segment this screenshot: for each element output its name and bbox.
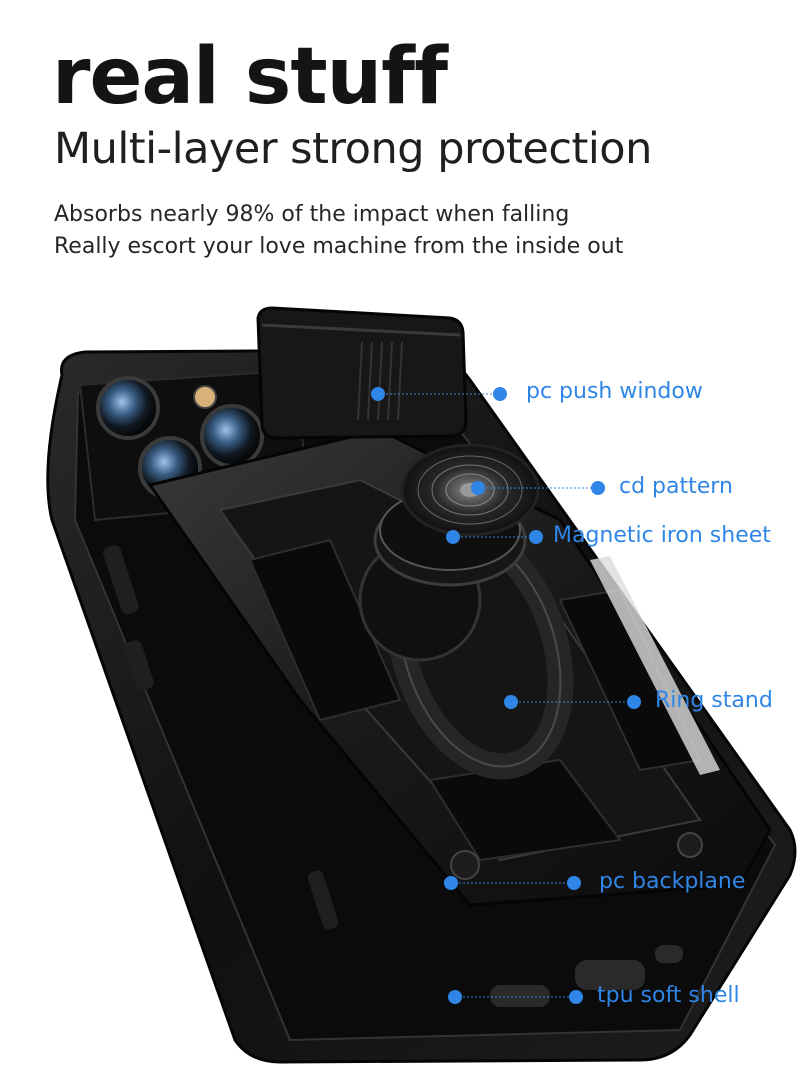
flash-icon <box>193 385 217 409</box>
callout-markers <box>371 387 641 1004</box>
callout-cd-pattern: cd pattern <box>619 474 733 499</box>
callout-pc-push-window: pc push window <box>526 379 703 404</box>
callout-tpu-soft-shell: tpu soft shell <box>597 983 740 1008</box>
camera-lens-icon <box>96 376 160 440</box>
subheadline: Multi-layer strong protection <box>54 124 652 174</box>
cd-pattern-disc <box>400 443 540 537</box>
callout-magnetic-iron-sheet: Magnetic iron sheet <box>553 523 771 548</box>
callout-ring-stand: Ring stand <box>655 688 773 713</box>
description-line-1: Absorbs nearly 98% of the impact when fa… <box>54 202 570 227</box>
pc-backplane <box>147 428 772 907</box>
camera-lens-icon <box>200 404 264 468</box>
pc-push-window <box>256 306 468 440</box>
callout-pc-backplane: pc backplane <box>599 869 746 894</box>
description-line-2: Really escort your love machine from the… <box>54 234 624 259</box>
headline: real stuff <box>52 32 448 122</box>
